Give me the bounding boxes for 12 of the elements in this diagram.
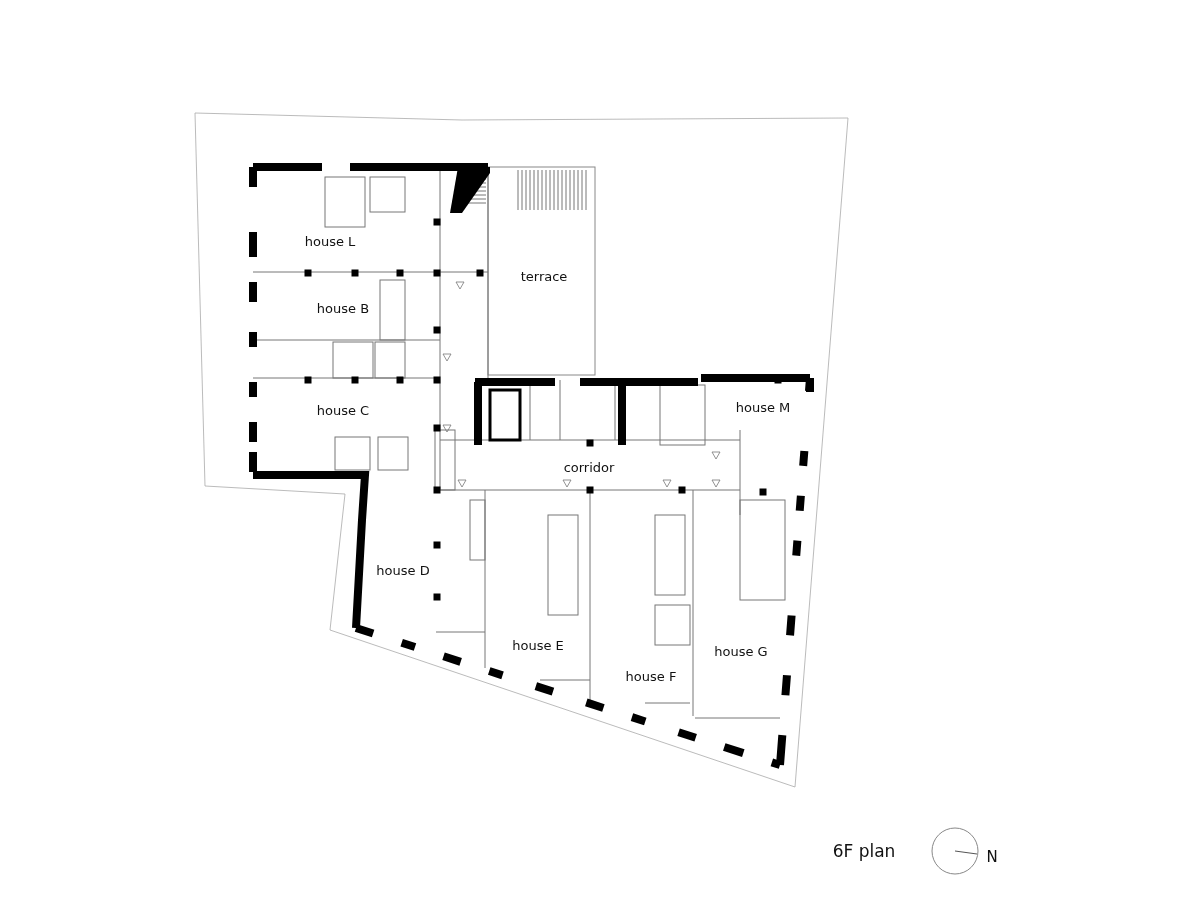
room-label: house L [304,234,356,248]
room-label: house C [316,403,370,417]
room-label: corridor [563,460,615,474]
plan-title: 6F plan [832,842,896,860]
room-label: house B [316,301,370,315]
room-label: house F [625,669,677,683]
room-label: house G [714,644,768,658]
compass-label: N [986,849,998,865]
room-label: house D [376,563,430,577]
room-label: terrace [520,269,568,283]
room-label: house E [512,638,564,652]
room-label: house M [735,400,791,414]
